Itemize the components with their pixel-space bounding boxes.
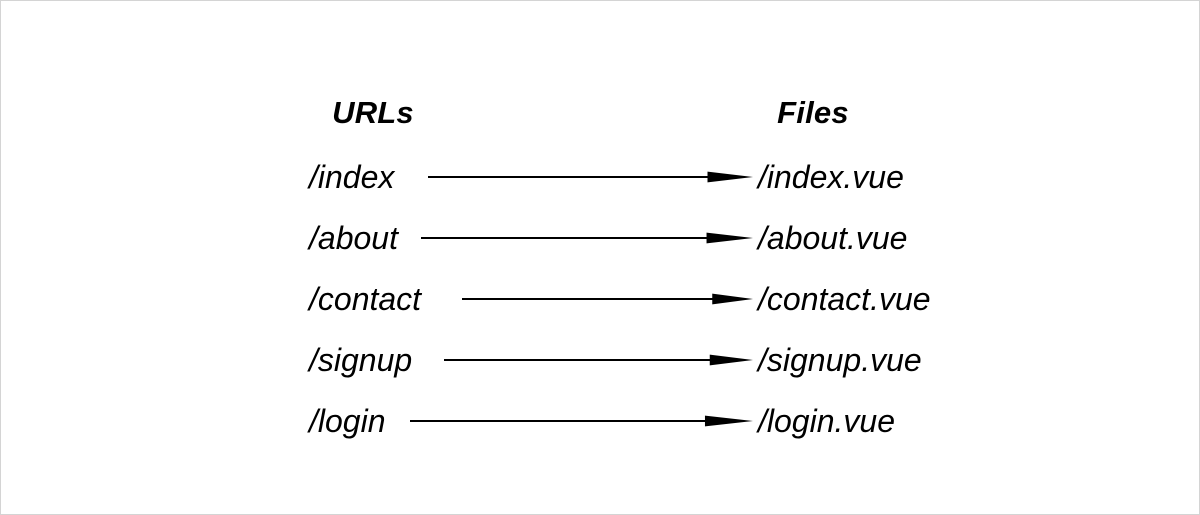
file-node-label: /about.vue <box>758 220 908 256</box>
mapping-row: /signup /signup.vue <box>1 338 1200 382</box>
mapping-row: /contact /contact.vue <box>1 277 1200 321</box>
arrow-connector <box>444 354 753 366</box>
column-header-urls: URLs <box>332 95 414 130</box>
mapping-row: /about /about.vue <box>1 216 1200 260</box>
column-header-files: Files <box>777 95 849 130</box>
file-node-label: /index.vue <box>758 159 904 195</box>
file-node-label: /login.vue <box>758 403 895 439</box>
url-node-label: /login <box>309 403 386 439</box>
url-node-label: /contact <box>309 281 422 317</box>
url-node-label: /signup <box>309 342 413 378</box>
arrow-connector <box>421 232 753 244</box>
file-node-label: /contact.vue <box>758 281 931 317</box>
arrow-connector <box>410 415 753 427</box>
mapping-row: /index /index.vue <box>1 155 1200 199</box>
url-node-label: /about <box>309 220 398 256</box>
mapping-row: /login /login.vue <box>1 399 1200 443</box>
arrow-connector <box>428 171 753 183</box>
file-node-label: /signup.vue <box>758 342 922 378</box>
arrow-connector <box>462 293 753 305</box>
url-node-label: /index <box>309 159 395 195</box>
